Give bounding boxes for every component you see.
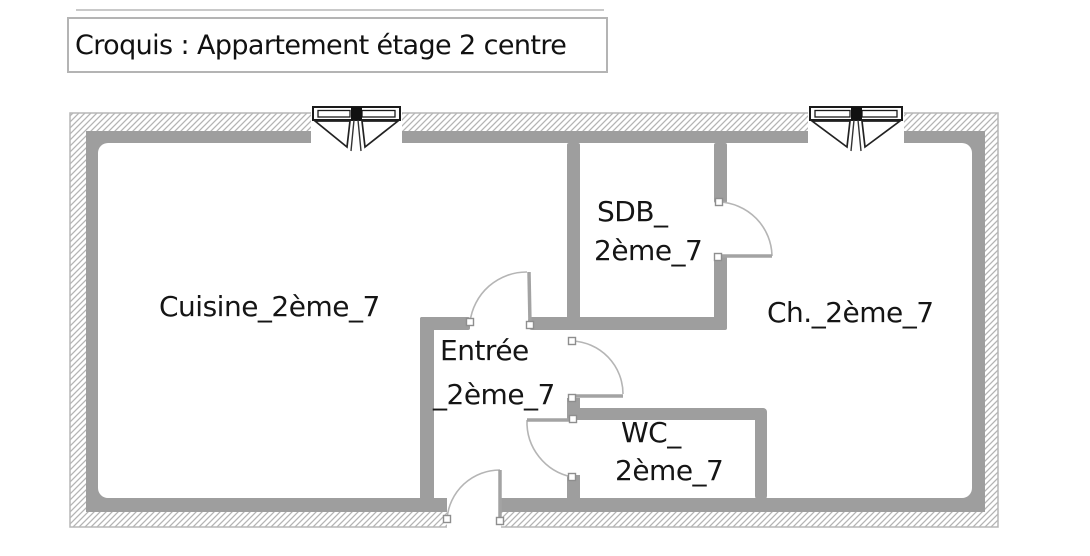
wall-cuisine-sdb (567, 143, 580, 330)
door-arc-wc (526, 419, 573, 478)
wall-entree-sdb-bottom (528, 317, 727, 330)
wall-stub-wc-left (567, 475, 580, 500)
interior-walls (420, 143, 767, 500)
wall-wc-right (755, 408, 767, 500)
door-arcs (446, 201, 773, 520)
door-arc-entree-chambre (571, 340, 624, 395)
room-label-entree-line2: _2ème_7 (433, 378, 555, 411)
door-arc-sdb (718, 201, 773, 257)
room-label-cuisine: Cuisine_2ème_7 (159, 290, 380, 323)
wall-sdb-right-upper (714, 143, 727, 203)
door-leaves (498, 254, 772, 520)
room-label-sdb-line2: 2ème_7 (594, 234, 703, 267)
window-symbol-chambre (809, 106, 903, 152)
door-leaf-cuisine-entree (527, 271, 532, 325)
room-label-sdb-line1: SDB_ (597, 195, 668, 228)
door-arc-cuisine-entree (469, 271, 528, 323)
title-box: Croquis : Appartement étage 2 centre (67, 17, 608, 73)
page-title: Croquis : Appartement étage 2 centre (75, 29, 567, 61)
wall-sdb-right-lower (714, 255, 727, 330)
room-label-wc-line2: 2ème_7 (615, 454, 724, 487)
room-label-entree-line1: Entrée (440, 334, 529, 367)
wall-wc-top (567, 408, 767, 420)
window-symbol-cuisine (312, 106, 401, 152)
room-label-wc-line1: WC_ (621, 416, 681, 449)
wall-entree-left (420, 317, 434, 500)
door-arc-main-entrance (446, 469, 501, 520)
exterior-wall-hatch (69, 112, 999, 528)
room-label-chambre: Ch._2ème_7 (767, 296, 934, 329)
top-rule-line (76, 9, 604, 11)
door-jamb-markers (442, 197, 724, 526)
